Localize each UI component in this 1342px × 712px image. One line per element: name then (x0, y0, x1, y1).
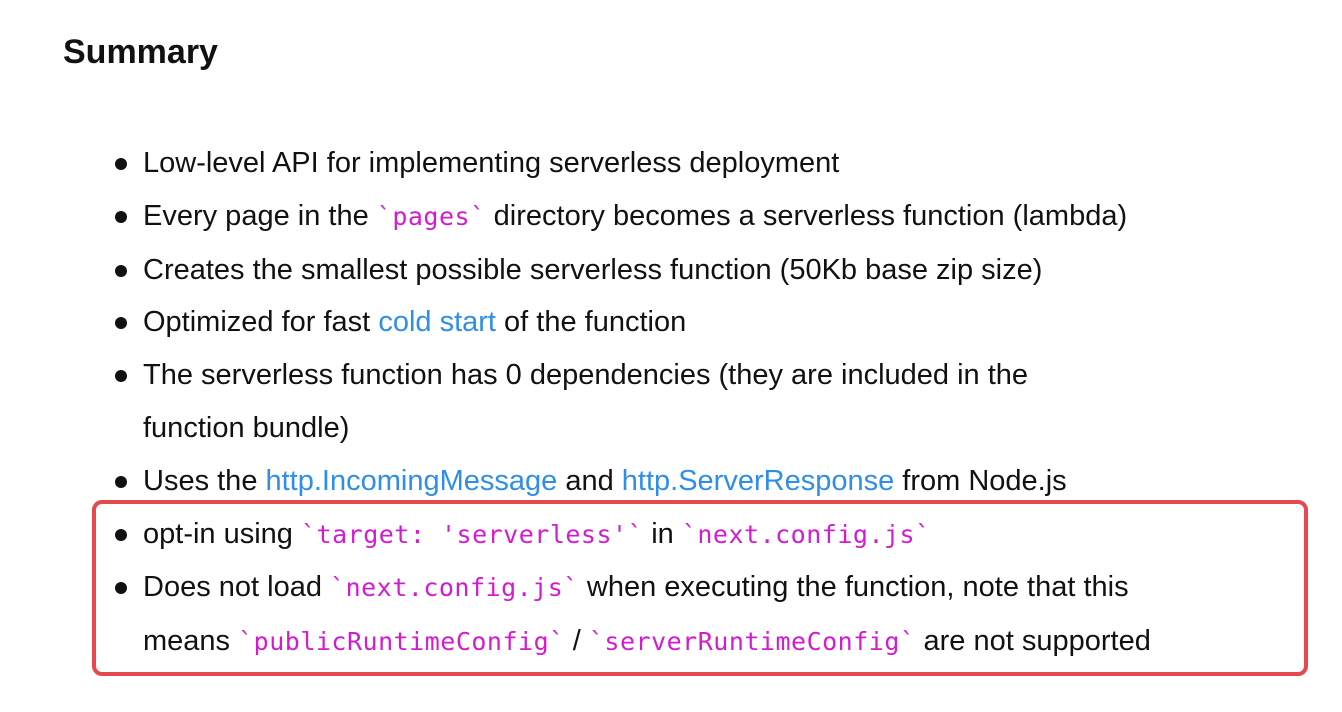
bullet-icon (115, 317, 127, 330)
text-segment: and (557, 464, 622, 497)
text-segment: / (564, 625, 589, 658)
list-item-line: means `publicRuntimeConfig` / `serverRun… (143, 615, 1290, 669)
text-segment: when executing the function, note that t… (578, 571, 1129, 604)
list-item-line: Does not load `next.config.js` when exec… (143, 561, 1290, 615)
inline-code: `publicRuntimeConfig` (238, 627, 565, 657)
list-item-line: opt-in using `target: 'serverless'` in `… (143, 508, 1290, 562)
inline-code: `target: 'serverless'` (301, 519, 644, 549)
highlight-box (92, 500, 1308, 676)
list-item: opt-in using `target: 'serverless'` in `… (110, 508, 1290, 562)
list-item-line: function bundle) (143, 402, 1290, 455)
list-item-line: Creates the smallest possible serverless… (143, 244, 1290, 297)
link[interactable]: http.IncomingMessage (265, 464, 558, 497)
bullet-icon (115, 158, 127, 170)
list-item-line: The serverless function has 0 dependenci… (143, 349, 1290, 402)
text-segment: Does not load (143, 571, 331, 604)
text-segment: Every page in the (143, 199, 377, 232)
list-item: Optimized for fast cold start of the fun… (110, 296, 1290, 349)
list-item: Creates the smallest possible serverless… (110, 244, 1290, 297)
summary-list: Low-level API for implementing serverles… (110, 137, 1290, 669)
text-segment: Low-level API for implementing serverles… (143, 147, 840, 179)
link[interactable]: cold start (378, 306, 496, 339)
inline-code: `next.config.js` (330, 573, 579, 603)
bullet-icon (115, 264, 127, 277)
list-item: Low-level API for implementing serverles… (110, 137, 1290, 190)
text-segment: are not supported (915, 625, 1151, 658)
text-segment: Uses the (143, 464, 266, 497)
list-item: Uses the http.IncomingMessage and http.S… (110, 455, 1290, 508)
list-item: The serverless function has 0 dependenci… (110, 349, 1290, 455)
inline-code: `next.config.js` (681, 519, 931, 549)
list-item: Every page in the `pages` directory beco… (110, 190, 1290, 244)
list-item-line: Low-level API for implementing serverles… (143, 137, 1290, 190)
text-segment: directory becomes a serverless function … (485, 199, 1128, 232)
bullet-icon (115, 210, 127, 223)
bullet-icon (115, 475, 127, 488)
bullet-icon (115, 528, 127, 541)
text-segment: from Node.js (894, 464, 1067, 497)
text-segment: Optimized for fast (143, 306, 379, 339)
inline-code: `serverRuntimeConfig` (588, 627, 916, 657)
link[interactable]: http.ServerResponse (621, 464, 895, 497)
list-item: Does not load `next.config.js` when exec… (110, 561, 1290, 669)
text-segment: means (143, 625, 239, 658)
text-segment: opt-in using (143, 517, 301, 550)
inline-code: `pages` (376, 201, 486, 231)
list-item-line: Optimized for fast cold start of the fun… (143, 296, 1290, 349)
list-item-line: Uses the http.IncomingMessage and http.S… (143, 455, 1290, 508)
text-segment: The serverless function has 0 dependenci… (143, 359, 1029, 392)
list-item-line: Every page in the `pages` directory beco… (143, 190, 1290, 244)
text-segment: in (643, 517, 682, 550)
bullet-icon (115, 370, 127, 383)
text-segment: Creates the smallest possible serverless… (143, 253, 1043, 286)
text-segment: of the function (495, 306, 687, 339)
bullet-icon (115, 582, 127, 595)
section-heading: Summary (63, 33, 218, 71)
text-segment: function bundle) (143, 411, 350, 444)
